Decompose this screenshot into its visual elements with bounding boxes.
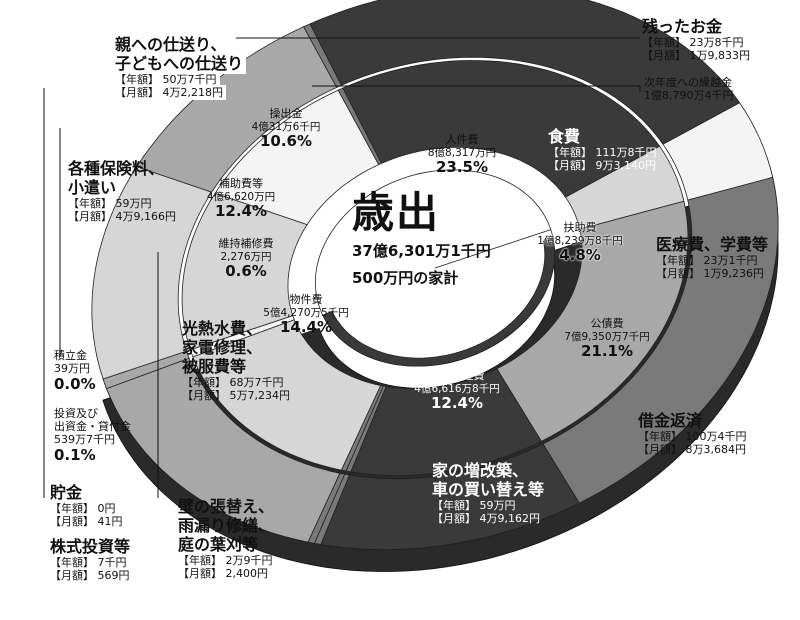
ring-label-goods: 物件費 5億4,270万5千円 14.4% <box>263 293 349 337</box>
ring-label-personnel: 人件費 8億8,317万円 23.5% <box>427 133 497 177</box>
chart-center-label: 歳出 37億6,301万1千円 500万円の家計 <box>352 192 542 288</box>
label-savings: 貯金 【年額】 0円 【月額】 41円 <box>50 483 123 528</box>
label-medical: 医療費、学費等 【年額】 23万1千円 【月額】 1万9,236円 <box>656 235 769 280</box>
ring-label-debt-service: 公債費 7億9,350万7千円 21.1% <box>564 317 650 361</box>
ring-label-transfers: 操出金 4億31万6千円 10.6% <box>251 107 321 151</box>
outer-slice-10 <box>303 23 342 88</box>
chart-subtitle: 500万円の家計 <box>352 269 459 287</box>
label-carryover: 次年度への繰越金 1億8,790万4千円 <box>644 76 734 102</box>
label-debt-repayment: 借金返済 【年額】 100万4千円 【月額】 8万3,684円 <box>638 411 747 456</box>
label-food: 食費 【年額】 111万8千円 【月額】 9万3,140円 <box>548 127 657 172</box>
label-repairs: 壁の張替え、 雨漏り修繕、 庭の葉刈等 【年額】 2万9千円 【月額】 2,40… <box>178 497 275 580</box>
label-insurance: 各種保険料、 小遣い 【年額】 59万円 【月額】 4万9,166円 <box>68 159 176 223</box>
ring-label-investment: 投資的経費 4億6,616万8千円 12.4% <box>414 369 500 413</box>
inner-slice-10 <box>337 87 382 166</box>
label-reserve-fund: 積立金 39万円 0.0% <box>54 349 96 393</box>
ring-label-subsidies: 補助費等 4億6,620万円 12.4% <box>206 177 276 221</box>
chart-title: 歳出 <box>352 188 441 237</box>
donut-hole-wall <box>322 238 556 367</box>
ring-label-assistance: 扶助費 1億8,239万8千円 4.8% <box>537 221 623 265</box>
label-remittance: 親への仕送り、 子どもへの仕送り 【年額】 50万7千円 【月額】 4万2,21… <box>112 34 247 100</box>
label-investment-loans: 投資及び 出資金・貸付金 539万7千円 0.1% <box>54 407 131 464</box>
label-stock-investment: 株式投資等 【年額】 7千円 【月額】 569円 <box>50 537 131 582</box>
label-utilities: 光熱水費、 家電修理、 被服費等 【年額】 68万7千円 【月額】 5万7,23… <box>182 319 290 402</box>
chart-total: 37億6,301万1千円 <box>352 242 491 260</box>
label-leftover: 残ったお金 【年額】 23万8千円 【月額】 1万9,833円 <box>642 17 750 62</box>
ring-label-maintenance: 維持補修費 2,276万円 0.6% <box>218 237 274 281</box>
label-home-car: 家の増改築、 車の買い替え等 【年額】 59万円 【月額】 4万9,162円 <box>432 461 545 525</box>
